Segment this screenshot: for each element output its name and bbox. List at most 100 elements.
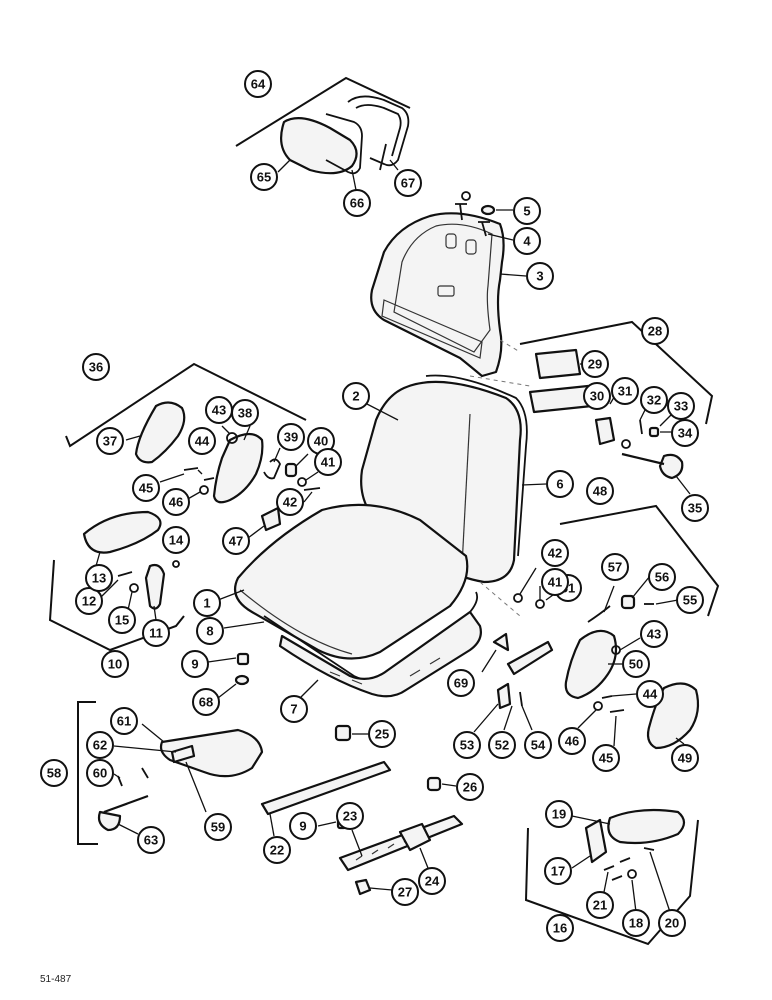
bracket-36 — [65, 362, 307, 448]
callout-42b-label: 42 — [548, 546, 562, 561]
leader-42a — [303, 491, 313, 503]
callout-50: 50 — [622, 650, 650, 678]
callout-2: 2 — [342, 382, 370, 410]
callout-23: 23 — [336, 802, 364, 830]
callout-56-label: 56 — [655, 570, 669, 585]
callout-44b-label: 44 — [643, 687, 658, 702]
callout-36-label: 36 — [89, 360, 103, 375]
leader-lines — [95, 159, 691, 913]
callout-9a-label: 9 — [191, 657, 198, 672]
callout-39-label: 39 — [284, 430, 298, 445]
leader-47 — [247, 525, 265, 539]
callout-67-label: 67 — [401, 176, 415, 191]
seat-base-holes — [329, 657, 441, 685]
callout-19: 19 — [545, 800, 573, 828]
lumbar-bracket — [594, 416, 616, 446]
lumbar-spring — [639, 419, 643, 435]
callout-62: 62 — [86, 731, 114, 759]
leader-7 — [299, 679, 319, 699]
callout-50-label: 50 — [629, 657, 643, 672]
callout-33: 33 — [667, 392, 695, 420]
leader-43a — [221, 425, 231, 435]
seat-back-cover — [425, 374, 528, 557]
callout-15: 15 — [108, 606, 136, 634]
callout-29-label: 29 — [588, 357, 602, 372]
headrest-loop — [347, 95, 410, 167]
callout-69: 69 — [447, 669, 475, 697]
callout-4: 4 — [513, 227, 541, 255]
callout-57-label: 57 — [608, 560, 622, 575]
screw-top-left — [455, 203, 467, 221]
leader-37 — [125, 435, 141, 441]
left-armrest-bracket — [212, 432, 264, 504]
callout-21: 21 — [586, 891, 614, 919]
armrest-19-pad — [607, 808, 686, 845]
leader-46b — [577, 709, 597, 729]
leader-56 — [631, 575, 651, 599]
headrest-loop-inner — [355, 104, 402, 157]
callout-20: 20 — [658, 909, 686, 937]
leader-17 — [571, 855, 591, 869]
callout-18-label: 18 — [629, 916, 643, 931]
callout-53: 53 — [453, 731, 481, 759]
alignment-line-2 — [479, 581, 521, 617]
callout-10: 10 — [101, 650, 129, 678]
callout-46b-label: 46 — [565, 734, 579, 749]
callout-20-label: 20 — [665, 916, 679, 931]
callout-2-label: 2 — [352, 389, 359, 404]
bracket-58 — [77, 701, 98, 845]
seat-back-slot-1 — [445, 233, 457, 249]
callout-34-label: 34 — [678, 426, 693, 441]
seat-cushion — [234, 503, 469, 660]
callout-31-label: 31 — [618, 384, 632, 399]
callout-37: 37 — [96, 427, 124, 455]
armrest-21-bolts — [603, 857, 631, 881]
callout-58: 58 — [40, 759, 68, 787]
leader-65 — [277, 159, 291, 173]
callout-47-label: 47 — [229, 534, 243, 549]
callout-8: 8 — [196, 617, 224, 645]
armrest-20-pin — [643, 847, 655, 851]
callout-1: 1 — [193, 589, 221, 617]
alignment-line-1 — [469, 339, 531, 387]
callout-3-label: 3 — [536, 269, 543, 284]
leader-68 — [217, 683, 237, 699]
callout-59: 59 — [204, 813, 232, 841]
seat-pivot-69 — [492, 632, 510, 652]
leader-12 — [99, 579, 119, 599]
spacer-25 — [334, 724, 352, 742]
slide-handle-24 — [398, 822, 432, 852]
leader-6 — [521, 483, 547, 486]
callout-43b: 43 — [640, 620, 668, 648]
leader-15 — [127, 591, 133, 611]
callout-58-label: 58 — [47, 766, 61, 781]
callout-42a-label: 42 — [283, 495, 297, 510]
leader-42b — [519, 567, 537, 595]
leader-62 — [113, 745, 177, 753]
leader-26 — [441, 783, 457, 787]
seat-back-pan-inner — [393, 223, 493, 353]
callout-34: 34 — [671, 419, 699, 447]
callout-16: 16 — [546, 914, 574, 942]
callout-30-label: 30 — [590, 389, 604, 404]
callout-6: 6 — [546, 470, 574, 498]
callout-65-label: 65 — [257, 170, 271, 185]
leader-24 — [419, 847, 429, 869]
callout-27: 27 — [391, 878, 419, 906]
callout-68-label: 68 — [199, 695, 213, 710]
callout-9a: 9 — [181, 650, 209, 678]
armrest-10-bracket — [144, 563, 166, 610]
leader-43b — [619, 637, 641, 651]
leader-4 — [487, 233, 514, 241]
callout-45a-label: 45 — [139, 481, 153, 496]
callout-29: 29 — [581, 350, 609, 378]
leader-54 — [521, 705, 533, 731]
callout-11: 11 — [142, 619, 170, 647]
callout-24: 24 — [418, 867, 446, 895]
headrest-frame-outer — [325, 113, 363, 175]
callout-6-label: 6 — [556, 477, 563, 492]
callout-12: 12 — [75, 587, 103, 615]
callout-44b: 44 — [636, 680, 664, 708]
left-armrest-washer-41 — [297, 477, 307, 487]
